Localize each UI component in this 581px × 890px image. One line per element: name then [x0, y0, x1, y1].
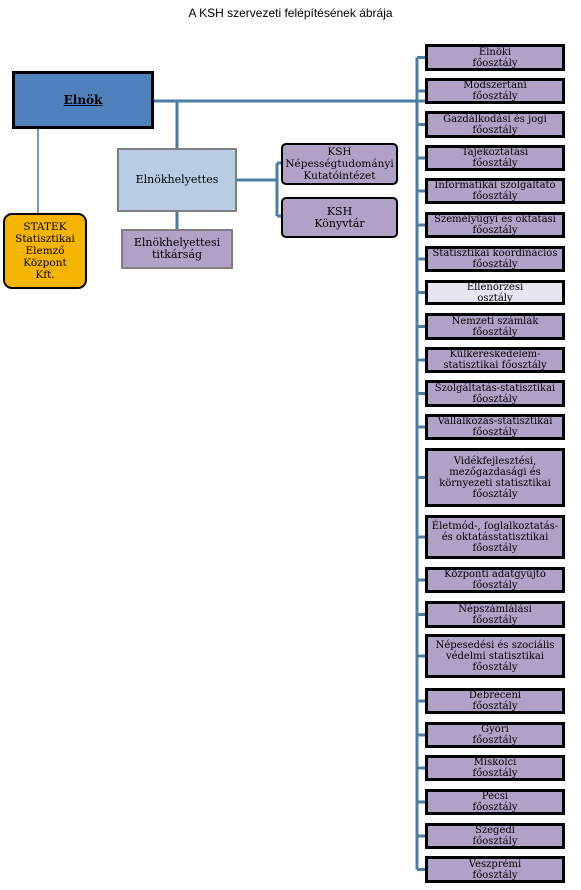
department-label-line: Tájékoztatási [461, 147, 529, 158]
department-label-line: Gazdálkodási és jogi [443, 113, 547, 125]
department-label-line: főosztály [472, 768, 518, 779]
institute-line: Népességtudományi [285, 158, 394, 170]
department-label-line: mezőgazdasági és [449, 466, 541, 478]
department-label-line: főosztály [472, 701, 518, 712]
department-label-line: Módszertani [463, 80, 527, 91]
department-label-line: statisztikai főosztály [443, 360, 547, 371]
department-label-line: főosztály [472, 191, 518, 202]
library-box: KSH Könyvtár [281, 197, 398, 238]
department-label-line: Népszámlálási [458, 603, 532, 615]
department-label-line: Életmód-, foglalkoztatás- [431, 520, 559, 532]
statek-line: Kft. [35, 269, 55, 281]
department-label-line: Személyügyi és oktatási [434, 214, 556, 225]
department-label-line: főosztály [472, 225, 518, 236]
department-label-line: és oktatásstatisztikai [441, 531, 549, 543]
diagram-title: A KSH szervezeti felépítésének ábrája [188, 6, 393, 20]
department-label-line: Vállalkozás-statisztikai [437, 416, 553, 427]
department-label-line: Külkereskedelem- [449, 349, 541, 360]
department-label-line: Központi adatgyűjtő [444, 569, 546, 580]
statek-line: STATEK [23, 221, 67, 233]
department-label-line: főosztály [472, 427, 518, 438]
department-label-line: főosztály [472, 869, 518, 881]
department-label-line: Statisztikai koordinációs [432, 248, 558, 259]
library-line: KSH [326, 204, 353, 218]
institute-line: KSH [327, 146, 352, 158]
president-label: Elnök [63, 93, 103, 107]
department-label-line: Szolgáltatás-statisztikai [434, 382, 556, 394]
vice-president-box: Elnökhelyettes [117, 148, 237, 212]
department-label-line: főosztály [472, 802, 518, 813]
department-label-line: Debreceni [468, 690, 522, 701]
department-label-line: Veszprémi [468, 858, 522, 870]
department-label-line: Nemzeti számlák [451, 315, 539, 327]
department-label-line: Népesedési és szociális [435, 639, 555, 651]
department-label-line: Győri [481, 724, 509, 735]
department-label-line: Miskolci [473, 757, 517, 768]
institute-line: Kutatóintézet [303, 170, 376, 182]
department-label-line: főosztály [472, 542, 518, 554]
department-label-line: Vidékfejlesztési, [453, 455, 537, 467]
department-label-line: főosztály [472, 91, 518, 102]
department-label-line: főosztály [472, 259, 518, 270]
department-label-line: Elnöki [478, 46, 512, 58]
department-label-line: környezeti statisztikai [439, 477, 551, 489]
vice-secretariat-line: Elnökhelyettesi [133, 236, 221, 249]
vice-secretariat-box: Elnökhelyettesi titkárság [121, 229, 233, 269]
department-label-line: Ellenőrzési [466, 281, 524, 293]
department-box: Külkereskedelem-statisztikai főosztály [425, 347, 565, 373]
statek-box: STATEK Statisztikai Elemző Központ Kft. [3, 213, 87, 289]
library-line: Könyvtár [314, 216, 365, 230]
department-label-line: Szegedi [475, 825, 515, 836]
department-label-line: védelmi statisztikai [445, 650, 545, 662]
department-label-line: főosztály [472, 158, 518, 169]
vice-secretariat-line: titkárság [151, 248, 203, 261]
department-label-line: osztály [477, 292, 513, 304]
department-label-line: főosztály [472, 393, 518, 405]
department-label-line: főosztály [472, 326, 518, 338]
department-label-line: főosztály [472, 57, 518, 69]
department-box: Életmód-, foglalkoztatás-és oktatásstati… [425, 515, 565, 559]
department-label-line: főosztály [472, 488, 518, 500]
vice-president-label: Elnökhelyettes [135, 173, 219, 186]
department-label-line: főosztály [472, 661, 518, 673]
department-label-line: Informatikai szolgáltató [434, 180, 556, 191]
department-label-line: főosztály [472, 580, 518, 591]
statek-line: Elemző [25, 245, 65, 257]
department-label-line: főosztály [472, 614, 518, 626]
department-label-line: főosztály [472, 124, 518, 136]
department-label-line: főosztály [472, 735, 518, 746]
department-label-line: főosztály [472, 836, 518, 847]
statek-line: Statisztikai [15, 233, 75, 245]
department-label-line: Pécsi [481, 791, 509, 802]
president-box: Elnök [12, 71, 154, 129]
statek-line: Központ [23, 257, 67, 269]
institute-box: KSH Népességtudományi Kutatóintézet [281, 143, 398, 185]
